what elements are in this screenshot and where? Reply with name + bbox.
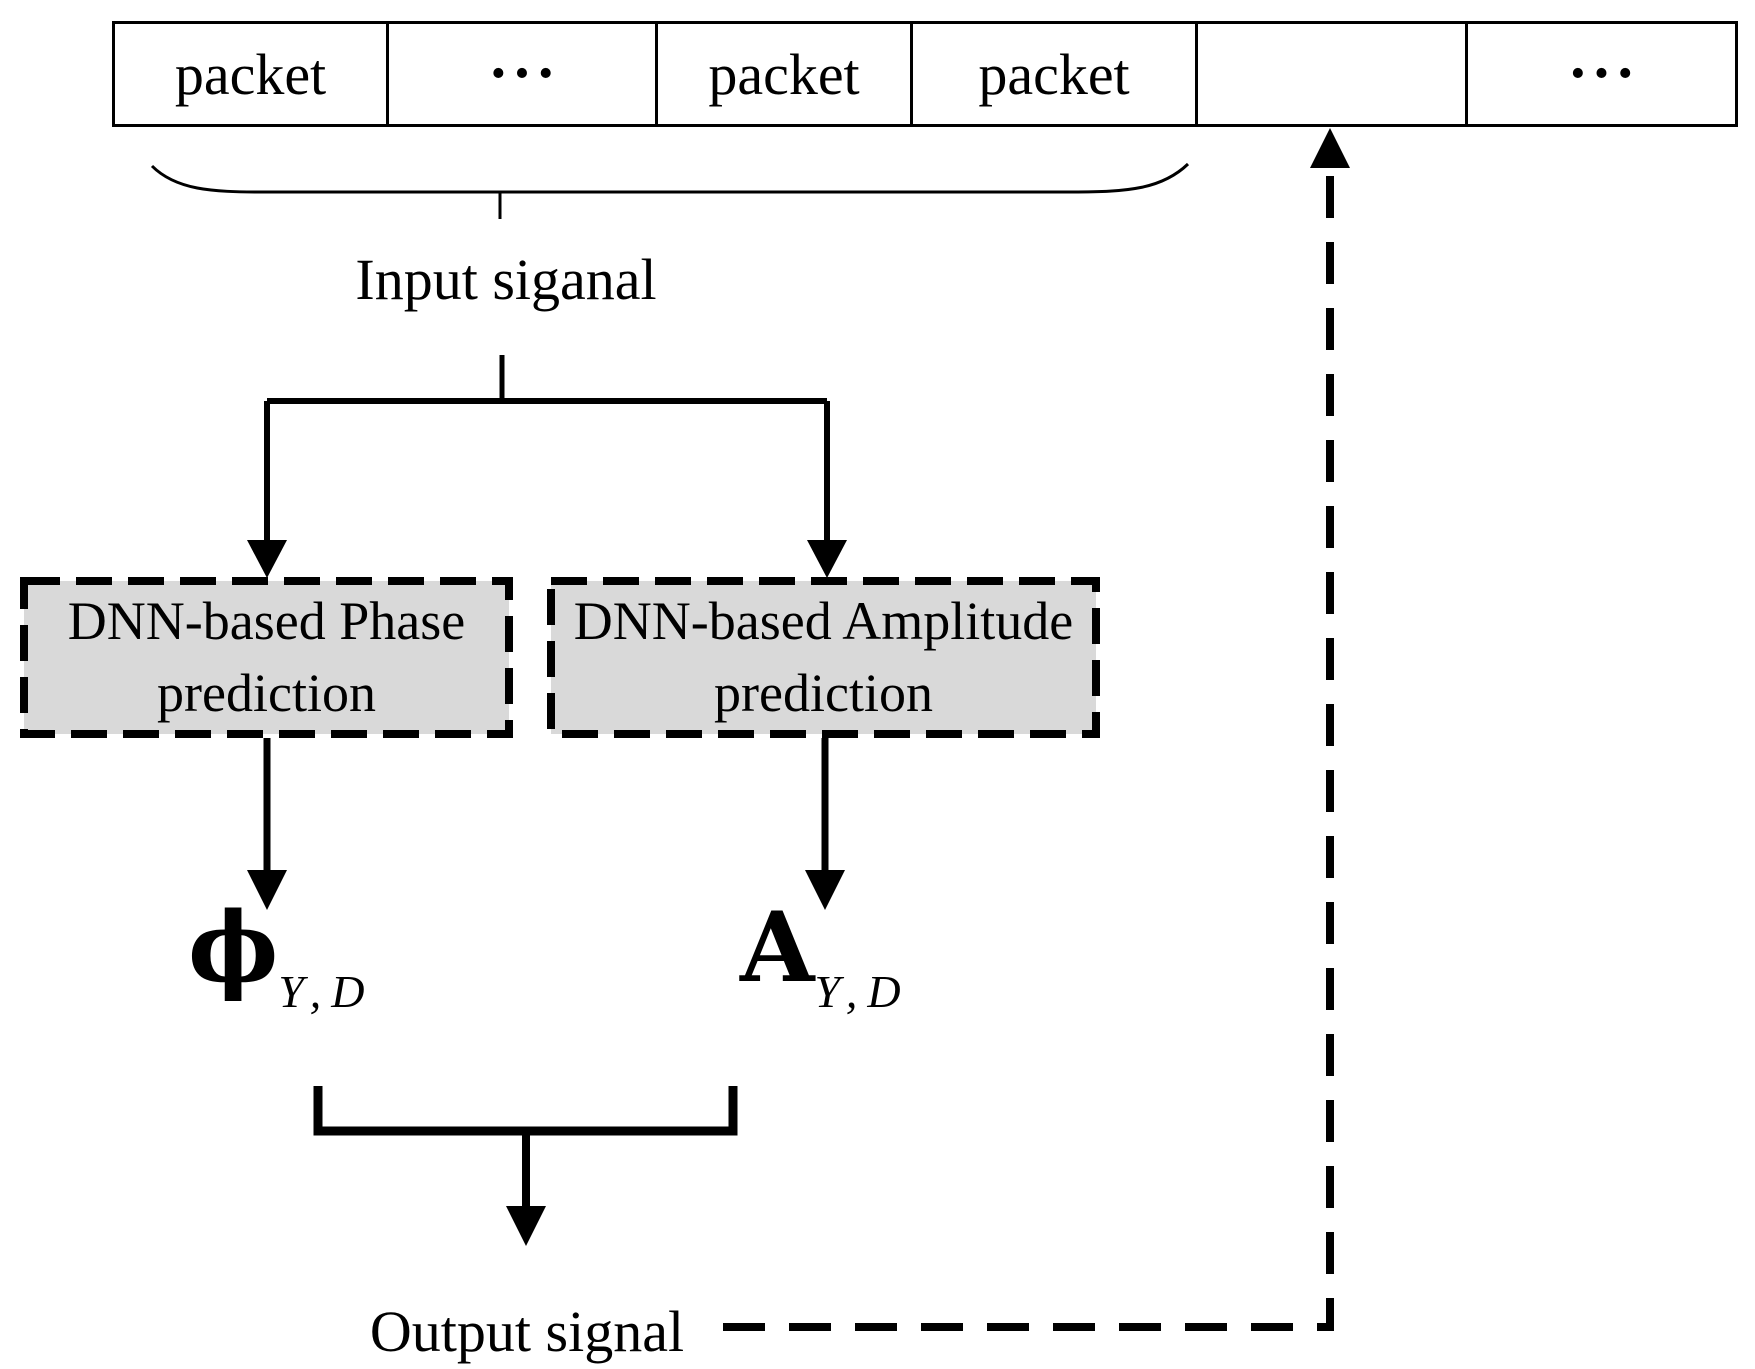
arrow-to-a-head <box>805 870 845 910</box>
packet-cell-label: packet <box>708 41 860 107</box>
amplitude-symbol-subscript: Y,D <box>814 966 911 1017</box>
packet-cell-ellipsis-2: ••• <box>1465 21 1738 127</box>
ellipsis-dots: ••• <box>490 51 563 97</box>
ellipsis-dots: ••• <box>1570 51 1642 97</box>
packet-cell-label: packet <box>978 41 1130 107</box>
output-signal-label: Output signal <box>369 1299 685 1364</box>
feedback-arrow-head <box>1310 128 1350 168</box>
arrow-to-phi-head <box>247 870 287 910</box>
packet-cell-3: packet <box>910 21 1198 127</box>
arrow-to-output-head <box>506 1206 546 1246</box>
phase-box-line2: prediction <box>157 662 376 723</box>
phi-symbol-subscript: Y,D <box>278 966 375 1017</box>
amplitude-box-line2: prediction <box>714 662 933 723</box>
packet-cell-empty <box>1195 21 1468 127</box>
amplitude-box-text: DNN-based Amplitude prediction <box>547 577 1100 738</box>
phi-symbol: ϕY,D <box>188 900 374 1015</box>
packet-cell-1: packet <box>112 21 389 127</box>
input-brace <box>150 162 1190 194</box>
amplitude-box-line1: DNN-based Amplitude <box>573 591 1074 652</box>
input-signal-label: Input siganal <box>355 247 657 312</box>
packet-cell-ellipsis-1: ••• <box>386 21 658 127</box>
phase-box-text: DNN-based Phase prediction <box>20 577 513 738</box>
phi-symbol-base: ϕ <box>188 891 279 1004</box>
feedback-dashed-line <box>723 172 1334 1331</box>
packet-cell-2: packet <box>655 21 913 127</box>
phase-box <box>20 577 513 738</box>
phase-box-line1: DNN-based Phase <box>67 591 466 652</box>
amplitude-box <box>547 577 1100 738</box>
combine-bracket <box>313 1086 738 1136</box>
arrow-to-amplitude-head <box>807 540 847 578</box>
amplitude-symbol: AY,D <box>740 900 911 1015</box>
packet-cell-label: packet <box>174 41 327 107</box>
arrow-to-phase-head <box>247 540 287 578</box>
amplitude-symbol-base: A <box>740 891 815 1004</box>
